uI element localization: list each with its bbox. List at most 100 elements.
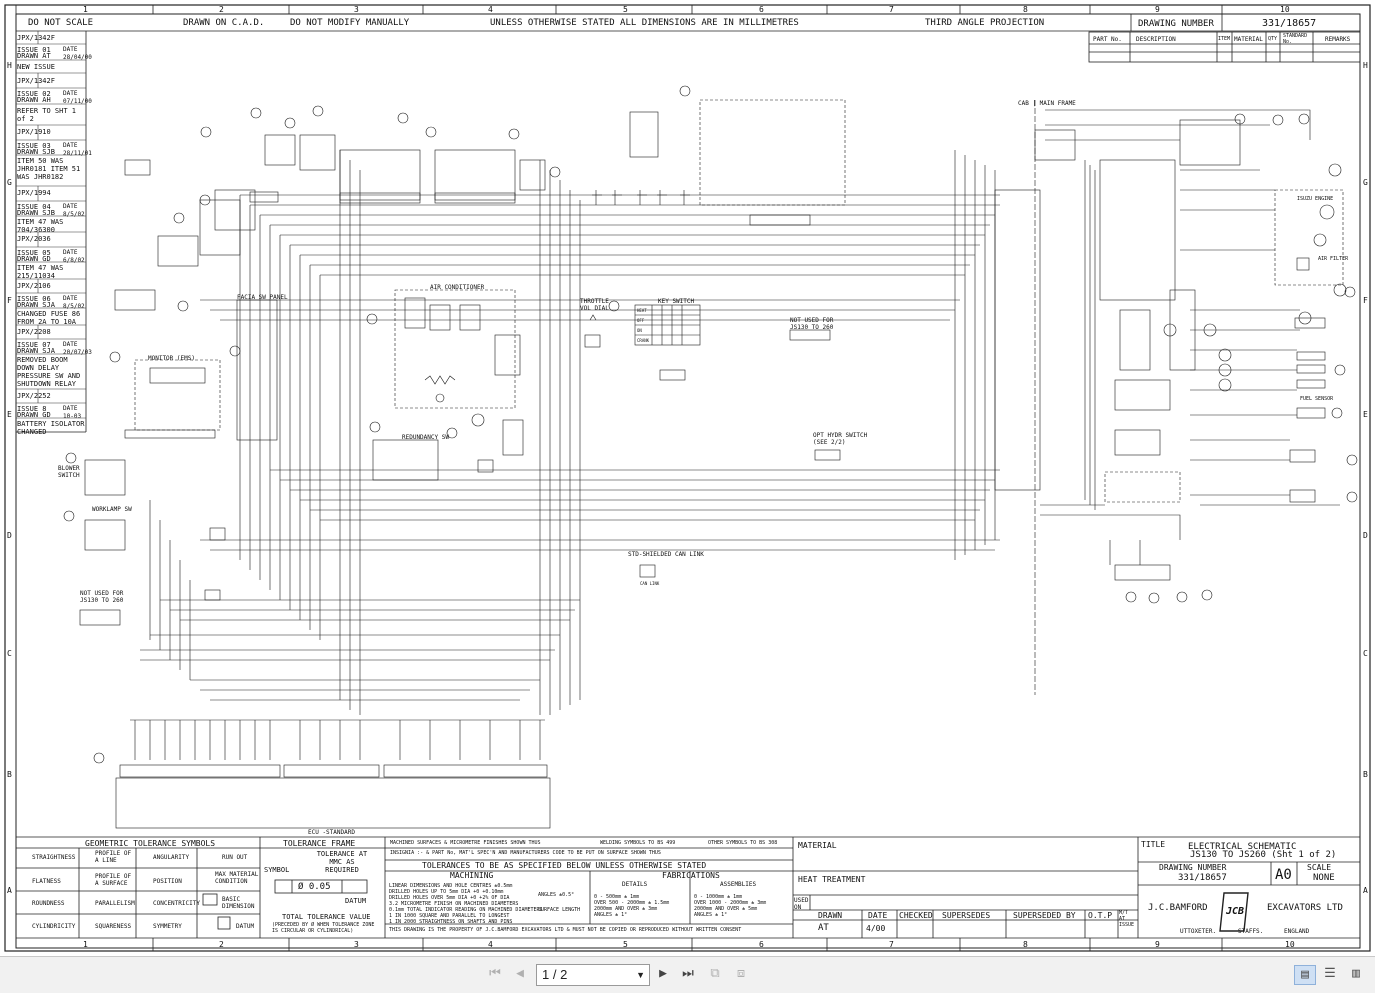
grid-row-label: C xyxy=(1363,649,1368,658)
grid-column-label: 9 xyxy=(1155,5,1160,14)
do-not-scale-note: DO NOT SCALE xyxy=(28,18,94,28)
insignia-note: INSIGNIA :- & PART No, MAT'L SPEC'N AND … xyxy=(390,850,661,856)
tolerance-symbol-label: SYMMETRY xyxy=(153,923,182,930)
single-page-icon[interactable]: ▤ xyxy=(1294,965,1316,985)
revision-pl: JPX/2036 xyxy=(17,235,51,243)
revision-issue: ISSUE 02 xyxy=(17,90,51,98)
grid-column-label: 7 xyxy=(889,5,894,14)
grid-row-label: G xyxy=(1363,178,1368,187)
tolerance-symbol-label: DATUM xyxy=(236,923,255,930)
grid-row-label: C xyxy=(7,649,12,658)
page-display: 1 / 2 xyxy=(542,967,568,982)
next-page-icon[interactable]: ▶ xyxy=(659,966,667,981)
welding-symbols-note: WELDING SYMBOLS TO BS 499 xyxy=(600,840,676,846)
grid-column-label: 8 xyxy=(1023,940,1028,949)
machining-heading: MACHINING xyxy=(450,871,494,880)
air-filter-label: AIR FILTER xyxy=(1318,256,1349,262)
can-link-label: STD-SHIELDED CAN LINK xyxy=(628,551,704,558)
revision-drawn: DRAWN SJA xyxy=(17,301,55,309)
total-tolerance-label: TOTAL TOLERANCE VALUE xyxy=(282,913,371,921)
fit-page-icon[interactable]: ⧉ xyxy=(710,966,720,981)
revision-pl: JPX/1910 xyxy=(17,128,51,136)
grid-column-label: 3 xyxy=(354,5,359,14)
redundancy-switch-label: REDUNDANCY SW xyxy=(402,434,449,441)
revision-note: REMOVED BOOM DOWN DELAY PRESSURE SW AND … xyxy=(17,356,81,388)
grid-column-label: 1 xyxy=(83,5,88,14)
assemblies-line: OVER 1000 - 2000mm ± 3mm xyxy=(694,900,767,906)
details-heading: DETAILS xyxy=(622,881,648,888)
used-on-label: USED ON xyxy=(794,897,809,911)
tolerance-symbol-label: PROFILE OF A SURFACE xyxy=(95,873,132,887)
tolerance-symbol-label: ROUNDNESS xyxy=(32,900,65,907)
first-page-icon[interactable]: ⏮ xyxy=(489,966,501,981)
assemblies-line: 0 - 1000mm ± 1mm xyxy=(694,894,743,900)
grid-row-label: B xyxy=(7,770,12,779)
parts-list-header: STANDARD No. xyxy=(1283,33,1308,45)
revision-drawn: DRAWN AH xyxy=(17,96,51,104)
revision-drawn: DRAWN SJB xyxy=(17,209,55,217)
revision-note: ITEM 47 WAS 215/11034 xyxy=(17,264,64,280)
parts-list-header: QTY xyxy=(1268,36,1278,42)
scale-label: SCALE xyxy=(1307,863,1332,872)
drawn-label: DRAWN xyxy=(818,911,843,920)
revision-note: ITEM 47 WAS 704/36300 xyxy=(17,218,64,234)
grid-column-label: 4 xyxy=(488,5,493,14)
grid-column-label: 6 xyxy=(759,5,764,14)
sheet-size: A0 xyxy=(1275,867,1292,883)
revision-drawn: DRAWN GD xyxy=(17,255,51,263)
grid-column-label: 4 xyxy=(488,940,493,949)
grid-row-label: G xyxy=(7,178,12,187)
not-used-label: NOT USED FOR JS130 TO 260 xyxy=(790,317,834,331)
revision-issue: ISSUE 07 xyxy=(17,341,51,349)
dimensions-note: UNLESS OTHERWISE STATED ALL DIMENSIONS A… xyxy=(490,18,799,28)
parts-list-header: MATERIAL xyxy=(1234,36,1263,43)
machining-line: 1 IN 1000 SQUARE AND PARALLEL TO LONGEST xyxy=(389,913,510,919)
machining-line: 3.2 MICROMETRE FINISH ON MACHINED DIAMET… xyxy=(389,901,519,907)
revision-note: ITEM 50 WAS JHR0181 ITEM 51 WAS JHR0182 xyxy=(17,157,81,181)
drawn-on-cad-note: DRAWN ON C.A.D. xyxy=(183,18,265,28)
revision-date: DATE 8/5/02 xyxy=(63,203,85,218)
continuous-page-icon[interactable]: ☰ xyxy=(1324,966,1336,981)
company-suffix: EXCAVATORS LTD xyxy=(1267,903,1343,913)
last-page-icon[interactable]: ⏭ xyxy=(682,966,694,981)
two-page-icon[interactable]: ▥ xyxy=(1352,966,1360,981)
cab-main-frame-label: CAB | MAIN FRAME xyxy=(1018,100,1076,107)
grid-row-label: D xyxy=(7,531,12,540)
fuel-sensor-label: FUEL SENSOR xyxy=(1300,396,1334,402)
grid-column-label: 5 xyxy=(623,940,628,949)
key-state-label: HEAT xyxy=(637,308,647,313)
scale-value: NONE xyxy=(1313,873,1335,883)
machining-line: 0.1mm TOTAL INDICATOR READING ON MACHINE… xyxy=(389,907,543,913)
tolerance-frame-value: Ø 0.05 xyxy=(298,882,331,892)
details-line: ANGLES ± 1° xyxy=(594,912,628,918)
page-selector[interactable]: 1 / 2 ▼ xyxy=(536,964,650,986)
drawn-value: AT xyxy=(818,923,829,933)
grid-row-label: E xyxy=(1363,410,1368,419)
date-label: DATE xyxy=(868,911,888,920)
machining-line: DRILLED HOLES OVER 5mm DIA +0 +2% OF DIA xyxy=(389,895,510,901)
tolerance-at-mmc: TOLERANCE AT MMC AS REQUIRED xyxy=(316,850,368,874)
revision-date: DATE 28/04/00 xyxy=(63,46,92,61)
monitor-label: MONITOR (EMS) xyxy=(148,355,195,362)
revision-pl: JPX/1342F xyxy=(17,77,55,85)
fit-width-icon[interactable]: ⧈ xyxy=(736,966,746,981)
grid-row-label: H xyxy=(7,61,12,70)
grid-row-label: F xyxy=(7,296,12,305)
parts-list-header: PART No. xyxy=(1093,36,1122,43)
drawing-sheet: 1 2 3 4 5 6 7 8 9 10 1 2 3 4 5 6 7 8 9 1… xyxy=(4,4,1371,952)
key-state-label: ON xyxy=(637,328,642,333)
revision-pl: JPX/2208 xyxy=(17,328,51,336)
drawing-title: ELECTRICAL SCHEMATIC xyxy=(1188,842,1297,852)
revision-date: DATE 10-03 xyxy=(63,405,82,420)
grid-column-label: 8 xyxy=(1023,5,1028,14)
revision-pl: JPX/1342F xyxy=(17,34,55,42)
previous-page-icon[interactable]: ◀ xyxy=(516,966,524,981)
air-conditioner-label: AIR CONDITIONER xyxy=(430,284,485,291)
material-label: MATERIAL xyxy=(798,841,837,850)
details-line: 2000mm AND OVER ± 3mm xyxy=(594,906,658,912)
tolerance-frame-title: TOLERANCE FRAME xyxy=(283,839,356,848)
company-name: J.C.BAMFORD xyxy=(1148,903,1208,913)
tolerance-symbol-label: CONCENTRICITY xyxy=(153,900,200,907)
tolerance-symbol-label: POSITION xyxy=(153,878,182,885)
checked-label: CHECKED xyxy=(899,911,933,920)
